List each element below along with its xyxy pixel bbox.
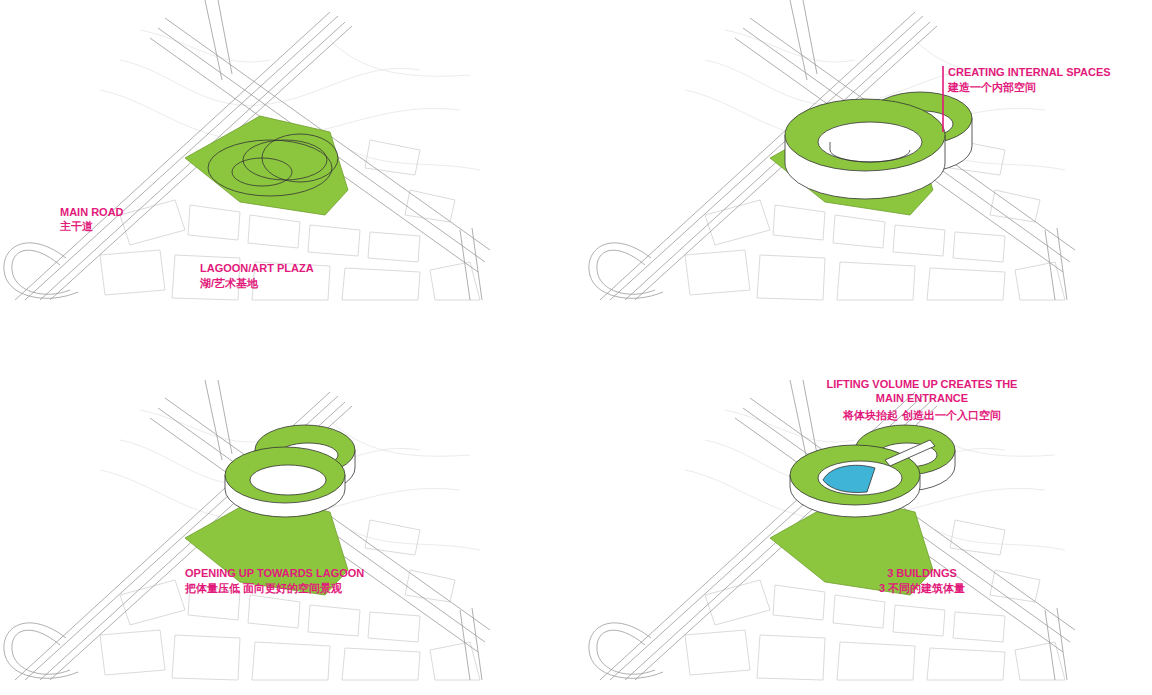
annotation-label: LIFTING VOLUME UP CREATES THE MAIN ENTRA… <box>817 377 1027 405</box>
annotation-label: 湖/艺术基地 <box>200 276 258 290</box>
annotation-label: 3 BUILDINGS <box>887 566 957 580</box>
annotation-label: 建造一个内部空间 <box>948 80 1036 94</box>
annotation-label: 将体块抬起 创造出一个入口空间 <box>843 408 1000 422</box>
annotation-label: 把体量压低 面向更好的空间景观 <box>185 581 342 595</box>
annotation-label: 3 不同的建筑体量 <box>879 581 965 595</box>
annotation-label: 主干道 <box>60 219 93 233</box>
annotation-label: OPENING UP TOWARDS LAGOON <box>185 566 364 580</box>
annotation-label: LAGOON/ART PLAZA <box>200 261 314 275</box>
annotation-label: CREATING INTERNAL SPACES <box>948 65 1111 79</box>
annotation-label: MAIN ROAD <box>60 205 124 219</box>
